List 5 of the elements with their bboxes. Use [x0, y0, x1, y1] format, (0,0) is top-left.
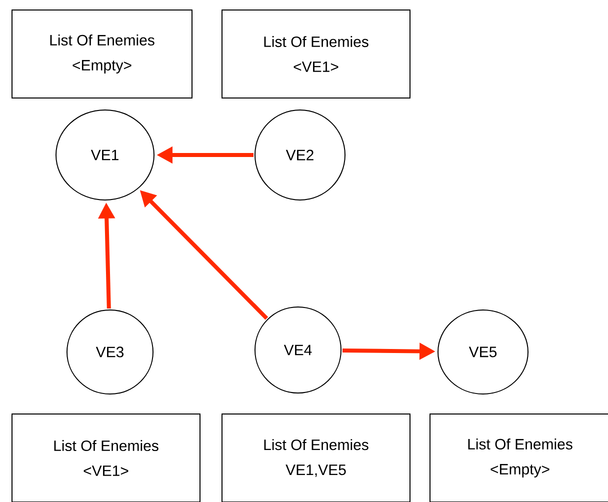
list-box: List Of Enemies <Empty> — [430, 413, 608, 502]
list-box: List Of Enemies VE1,VE5 — [222, 413, 410, 502]
list-box: List Of Enemies <VE1> — [222, 10, 410, 98]
list-box: List Of Enemies <VE1> — [12, 413, 200, 502]
list-box: List Of Enemies <Empty> — [12, 10, 192, 98]
